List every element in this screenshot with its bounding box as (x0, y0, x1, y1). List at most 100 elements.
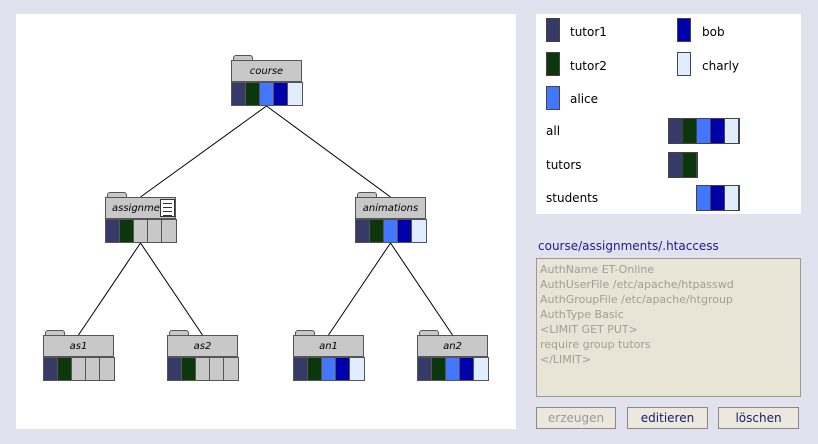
permission-cell-empty (196, 358, 210, 380)
delete-button[interactable]: löschen (718, 407, 799, 429)
permission-strip (417, 357, 489, 381)
permission-strip (231, 82, 303, 106)
group-label-students: students (546, 191, 599, 205)
legend-panel: tutor1 tutor2 alice bob charly all tutors stude… (536, 14, 801, 214)
permission-cell-empty (72, 358, 86, 380)
tree-edge (78, 242, 141, 336)
group-strip-all[interactable] (668, 118, 740, 144)
permission-cell-empty (148, 220, 162, 242)
folder-tab (169, 330, 189, 337)
group-label-tutors: tutors (546, 158, 582, 172)
group-member-tutor2 (683, 119, 697, 143)
folder-label: assignments (105, 197, 176, 219)
file-path-label: course/assignments/.htaccess (538, 239, 719, 253)
group-member-bob (711, 186, 725, 210)
permission-cell-tutor1 (356, 220, 370, 242)
permission-cell-tutor2 (120, 220, 134, 242)
folder-tab (295, 330, 315, 337)
group-member-bob (711, 119, 725, 143)
tree-edge (390, 242, 453, 336)
group-strip-tutors[interactable] (668, 152, 698, 178)
permission-cell-charly (350, 358, 364, 380)
tree-edges (78, 105, 453, 336)
group-member-alice (697, 186, 711, 210)
folder-tab (233, 55, 253, 62)
folder-node-an2[interactable]: an2 (417, 330, 489, 381)
permission-cell-tutor1 (418, 358, 432, 380)
tree-edge (140, 105, 267, 198)
permission-cell-empty (210, 358, 224, 380)
legend-swatch-bob[interactable] (677, 18, 691, 42)
folder-label: as1 (43, 335, 114, 357)
group-member-tutor1 (669, 119, 683, 143)
tree-edge (328, 242, 391, 336)
group-label-all: all (546, 124, 561, 138)
permission-cell-tutor1 (232, 83, 246, 105)
folder-node-an1[interactable]: an1 (293, 330, 365, 381)
create-button[interactable]: erzeugen (536, 407, 616, 429)
permission-cell-alice (260, 83, 274, 105)
legend-swatch-charly[interactable] (677, 52, 691, 76)
legend-label-tutor1: tutor1 (570, 25, 607, 39)
legend-label-bob: bob (702, 25, 725, 39)
legend-swatch-tutor2[interactable] (546, 52, 560, 76)
folder-node-assignments[interactable]: assignments (105, 192, 177, 243)
edit-button[interactable]: editieren (627, 407, 708, 429)
folder-node-as1[interactable]: as1 (43, 330, 115, 381)
permission-cell-empty (134, 220, 148, 242)
permission-cell-tutor2 (182, 358, 196, 380)
legend-swatch-alice[interactable] (546, 86, 560, 110)
folder-label: animations (355, 197, 426, 219)
group-member-charly (725, 119, 739, 143)
legend-label-alice: alice (570, 92, 599, 106)
folder-label: an1 (293, 335, 364, 357)
legend-label-charly: charly (702, 59, 739, 73)
permission-strip (167, 357, 239, 381)
permission-cell-empty (86, 358, 100, 380)
permission-cell-tutor2 (308, 358, 322, 380)
permission-strip (293, 357, 365, 381)
group-member-alice (697, 119, 711, 143)
permission-cell-bob (398, 220, 412, 242)
folder-node-animations[interactable]: animations (355, 192, 427, 243)
permission-cell-bob (274, 83, 288, 105)
htaccess-file-icon[interactable] (160, 199, 175, 217)
legend-label-tutor2: tutor2 (570, 59, 607, 73)
permission-cell-tutor1 (294, 358, 308, 380)
permission-cell-tutor1 (44, 358, 58, 380)
folder-label: course (231, 60, 302, 82)
permission-cell-empty (100, 358, 114, 380)
permission-cell-tutor1 (168, 358, 182, 380)
tree-edge (266, 105, 391, 198)
permission-cell-empty (224, 358, 238, 380)
folder-node-course[interactable]: course (231, 55, 303, 106)
group-strip-students[interactable] (696, 185, 740, 211)
permission-cell-empty (162, 220, 176, 242)
folder-label: as2 (167, 335, 238, 357)
folder-label: an2 (417, 335, 488, 357)
folder-tab (357, 192, 377, 199)
folder-tab (45, 330, 65, 337)
legend-swatch-tutor1[interactable] (546, 18, 560, 42)
permission-cell-alice (446, 358, 460, 380)
permission-strip (355, 219, 427, 243)
folder-tab (419, 330, 439, 337)
folder-tree-panel: course assignments animations as1 as2 an1 an2 (16, 14, 516, 429)
permission-cell-charly (474, 358, 488, 380)
permission-cell-tutor2 (370, 220, 384, 242)
permission-cell-alice (384, 220, 398, 242)
group-member-charly (725, 186, 739, 210)
folder-tab (107, 192, 127, 199)
permission-cell-tutor2 (246, 83, 260, 105)
permission-cell-charly (288, 83, 302, 105)
group-member-tutor2 (683, 153, 697, 177)
folder-node-as2[interactable]: as2 (167, 330, 239, 381)
permission-cell-bob (336, 358, 350, 380)
permission-cell-tutor2 (432, 358, 446, 380)
permission-cell-tutor1 (106, 220, 120, 242)
permission-cell-charly (412, 220, 426, 242)
permission-cell-bob (460, 358, 474, 380)
file-content-textarea[interactable]: AuthName ET-Online AuthUserFile /etc/apa… (536, 258, 801, 397)
permission-strip (105, 219, 177, 243)
permission-strip (43, 357, 115, 381)
